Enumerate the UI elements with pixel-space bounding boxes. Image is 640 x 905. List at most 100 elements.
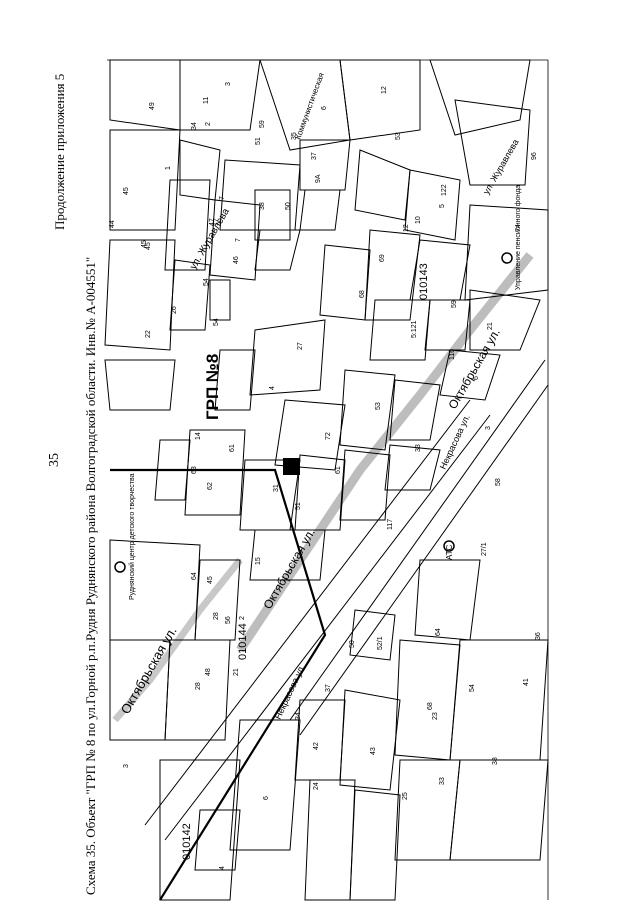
street-label-oktyabrskaya: Октябрьская ул.	[260, 526, 317, 611]
object-label: ГРП №8	[203, 354, 222, 420]
parcel-number: 45	[207, 576, 214, 584]
parcel-number: 17	[213, 218, 220, 226]
parcel-number: 49	[149, 102, 156, 110]
cadastral-block-label: 010142	[181, 823, 193, 860]
pension-fund-icon	[501, 252, 513, 264]
parcel-number: 54	[213, 318, 220, 326]
parcel-number: 64	[435, 628, 442, 636]
parcel-number: 96	[531, 152, 538, 160]
parcel-number: 46	[233, 256, 240, 264]
parcel-number: 58	[495, 478, 502, 486]
parcel-number: 63	[191, 466, 198, 474]
parcel-number: 12	[403, 224, 410, 232]
parcel-number: 7	[219, 196, 226, 200]
parcel-number: 33	[415, 444, 422, 452]
parcel-number: 6	[321, 106, 328, 110]
parcel-number: 68	[359, 290, 366, 298]
object-boundary	[110, 468, 327, 901]
parcel-number: 64	[191, 572, 198, 580]
parcel-number: 37	[325, 684, 332, 692]
parcel-number: 10	[415, 216, 422, 224]
street-label-oktyabrskaya: Октябрьская ул.	[118, 624, 180, 717]
ats-icon	[443, 540, 455, 552]
parcel-number: 61	[229, 444, 236, 452]
parcel-number: 43	[370, 747, 377, 755]
parcel-number: 5:121	[411, 320, 418, 338]
parcel-number: 74	[515, 224, 522, 232]
parcel-number: 5	[439, 204, 446, 208]
parcel-number: 72	[325, 432, 332, 440]
parcel-number: 36	[535, 632, 542, 640]
parcel-number: 117	[387, 519, 394, 530]
object-marker	[283, 458, 300, 475]
parcel-number: 2	[239, 616, 246, 620]
parcel-number: 12	[381, 86, 388, 94]
parcel-number: 56	[225, 616, 232, 624]
parcel-number: 25	[402, 792, 409, 800]
parcel-number: 14	[195, 432, 202, 440]
pension-fund-label: Управление пенсионного фонда	[515, 185, 522, 290]
parcel-number: 11	[203, 97, 210, 104]
parcel-number: 3	[485, 426, 492, 430]
parcel-number: 59	[451, 300, 458, 308]
parcel-number: 4	[219, 866, 226, 870]
parcel-number: 53	[395, 132, 402, 140]
parcel-number: 28	[195, 682, 202, 690]
parcel-number: 116	[449, 349, 456, 360]
street-oktyabrskaya	[236, 252, 534, 653]
parcel-number: 33	[439, 777, 446, 785]
parcel-number: 69	[379, 254, 386, 262]
parcel-number: 26	[171, 306, 178, 314]
parcel-number: 45	[141, 240, 148, 248]
parcel-number: 45	[123, 187, 130, 195]
parcel-number: 7	[235, 238, 242, 242]
parcel-number: 9А	[315, 174, 322, 183]
parcel-number: 59	[259, 120, 266, 128]
street-oktyabrskaya-left	[112, 557, 243, 723]
parcel-number: 38	[259, 202, 266, 210]
creativity-center-label: Руднянский центр детского творчества	[128, 473, 136, 600]
parcel-number: 1	[165, 166, 172, 170]
street-label-nekrasova: Некрасова ул.	[438, 413, 472, 471]
parcel-number: 34	[295, 712, 302, 720]
map-frame	[107, 59, 549, 900]
parcel-number: 122	[441, 184, 448, 196]
poi-markers	[114, 252, 513, 573]
parcel-number: 22	[145, 330, 152, 338]
parcel-number: 31	[273, 484, 280, 492]
parcel-number: 42	[313, 742, 320, 750]
cadastral-block-label: 010143	[418, 263, 430, 300]
parcel-number: 61	[335, 466, 342, 474]
parcel-number: 35	[291, 132, 298, 140]
parcel-number: 47	[209, 218, 216, 226]
parcel-number: 51	[295, 502, 302, 510]
parcel-number: 27/1	[481, 542, 488, 556]
cadastral-block-label: 010144	[237, 623, 249, 660]
ats-label: АТС	[445, 544, 454, 560]
parcel-number: 6	[473, 376, 480, 380]
parcel-number: 62	[207, 482, 214, 490]
parcel-number: 54	[203, 278, 210, 286]
parcel-number: 54	[469, 684, 476, 692]
figure-caption: Схема 35. Объект "ГРП № 8 по ул.Горной р…	[83, 256, 98, 895]
parcel-number: 6	[263, 796, 270, 800]
parcel-number: 3	[123, 764, 130, 768]
parcel-number: 45	[145, 242, 152, 250]
parcel-number: 3	[225, 82, 232, 86]
parcel-number: 28	[213, 612, 220, 620]
parcel-number: 4	[269, 386, 276, 390]
parcel-number: 38	[492, 757, 499, 765]
parcel-number: 50	[285, 202, 292, 210]
parcel-number: 2	[205, 122, 212, 126]
parcel-number: 68	[427, 702, 434, 710]
parcel-number: 27	[297, 342, 304, 350]
parcel-number: 21	[487, 322, 494, 330]
parcel-number: 21	[233, 668, 240, 676]
parcel-number: 34	[191, 122, 198, 130]
parcel-number: 53	[375, 402, 382, 410]
parcel-number: 52/1	[377, 636, 384, 650]
parcel-number: 51	[255, 137, 262, 145]
parcel-number: 48	[205, 668, 212, 676]
parcel-number: 50	[349, 640, 356, 648]
